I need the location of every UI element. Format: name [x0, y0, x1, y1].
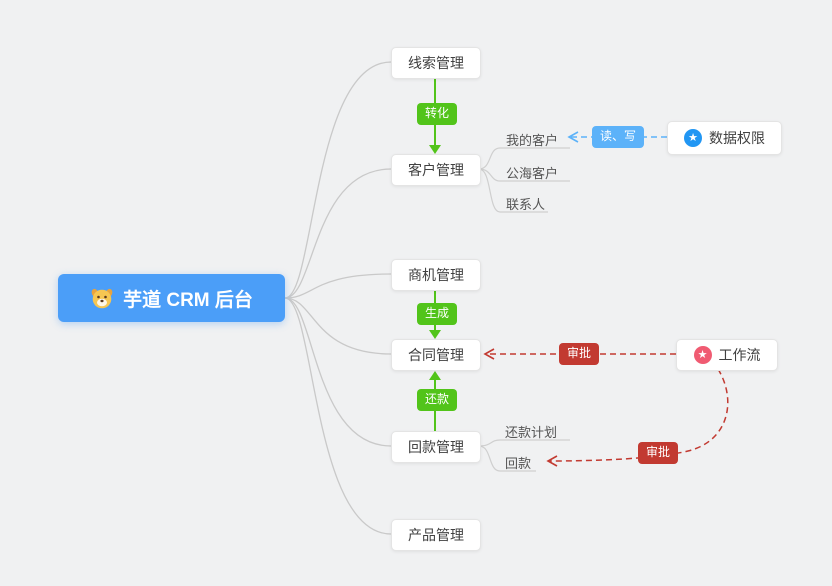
node-workflow[interactable]: ★ 工作流 [676, 339, 778, 371]
module-label: 合同管理 [408, 347, 464, 363]
edge-label-generate: 生成 [417, 303, 458, 325]
edge-root-leads [284, 61, 392, 299]
module-box-receivables[interactable]: 回款管理 [391, 431, 481, 463]
leaf-contacts[interactable]: 联系人 [506, 197, 546, 212]
approve-receivable-arrowhead [546, 455, 558, 467]
module-label: 客户管理 [408, 162, 464, 178]
convert-arrowhead [429, 145, 441, 154]
root-node[interactable]: 芋道 CRM 后台 [58, 274, 285, 322]
edge-receivables-plan [478, 439, 570, 447]
module-box-leads[interactable]: 线索管理 [391, 47, 481, 79]
module-label: 商机管理 [408, 267, 464, 283]
module-label: 线索管理 [408, 55, 464, 71]
module-box-customers[interactable]: 客户管理 [391, 154, 481, 186]
edge-customers-my [478, 147, 570, 170]
edge-root-opportunities [284, 273, 392, 299]
generate-arrowhead [429, 330, 441, 339]
dog-icon [90, 286, 114, 310]
receivables-tree-edges [478, 439, 570, 472]
edge-root-products [284, 297, 392, 535]
node-data-permission[interactable]: ★ 数据权限 [667, 121, 782, 155]
module-label: 产品管理 [408, 527, 464, 543]
star-icon: ★ [684, 129, 702, 147]
star-icon: ★ [693, 346, 712, 364]
edge-customers-contacts [478, 168, 548, 213]
approve-contract-arrowhead [483, 348, 495, 360]
permission-arrowhead [567, 131, 579, 143]
edge-root-receivables [284, 297, 392, 447]
leaf-receivable[interactable]: 回款 [505, 456, 532, 471]
edge-root-customers [284, 168, 392, 299]
data-permission-arrow [567, 131, 667, 143]
edge-label-repay: 还款 [417, 389, 458, 411]
customers-tree-edges [478, 147, 570, 213]
edge-label-approve-contract: 审批 [559, 343, 600, 365]
root-label: 芋道 CRM 后台 [123, 289, 253, 311]
leaf-repayment-plan[interactable]: 还款计划 [505, 425, 558, 440]
edge-customers-public [478, 168, 570, 182]
edge-approve-receivable-line [548, 368, 729, 462]
workflow-label: 工作流 [718, 347, 761, 363]
root-branch-edges [284, 61, 392, 535]
module-box-contracts[interactable]: 合同管理 [391, 339, 481, 371]
edge-label-approve-receivable: 审批 [638, 442, 679, 464]
leaf-public-sea-customers[interactable]: 公海客户 [506, 166, 559, 181]
green-flow-arrows [429, 77, 441, 431]
edge-root-contracts [284, 297, 392, 355]
leaf-my-customers[interactable]: 我的客户 [506, 133, 559, 148]
module-box-products[interactable]: 产品管理 [391, 519, 481, 551]
edge-label-convert: 转化 [417, 103, 458, 125]
edge-label-read-write: 读、写 [592, 126, 645, 148]
data-permission-label: 数据权限 [709, 130, 765, 146]
edge-receivables-receive [478, 445, 536, 472]
repay-arrowhead [429, 371, 441, 380]
module-label: 回款管理 [408, 439, 464, 455]
module-box-opportunities[interactable]: 商机管理 [391, 259, 481, 291]
